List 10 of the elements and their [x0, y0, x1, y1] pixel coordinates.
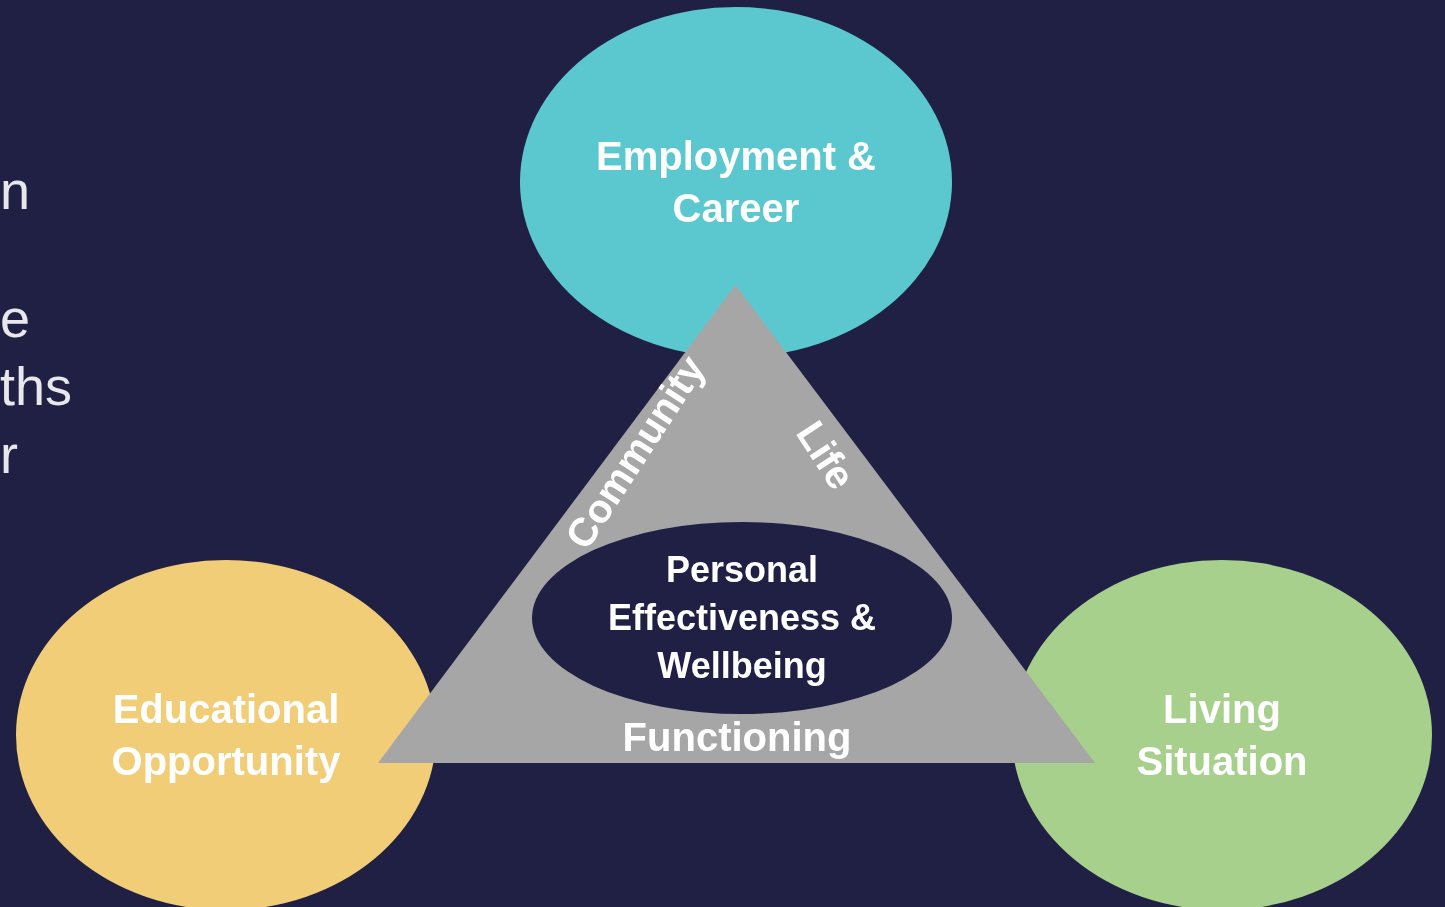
ellipse-label: Employment & Career [594, 133, 877, 232]
cut-off-text: n [0, 160, 31, 220]
ellipse-label: Living Situation [1135, 686, 1309, 785]
cut-off-text: e [0, 288, 31, 348]
ellipse-label: Personal Effectiveness & Wellbeing [606, 548, 878, 688]
cut-off-text: r [0, 424, 18, 484]
cut-off-text: ths [0, 356, 73, 416]
ellipse-label: Educational Opportunity [110, 686, 342, 785]
triangle-label: Functioning [622, 714, 852, 760]
triangle [378, 285, 1095, 763]
